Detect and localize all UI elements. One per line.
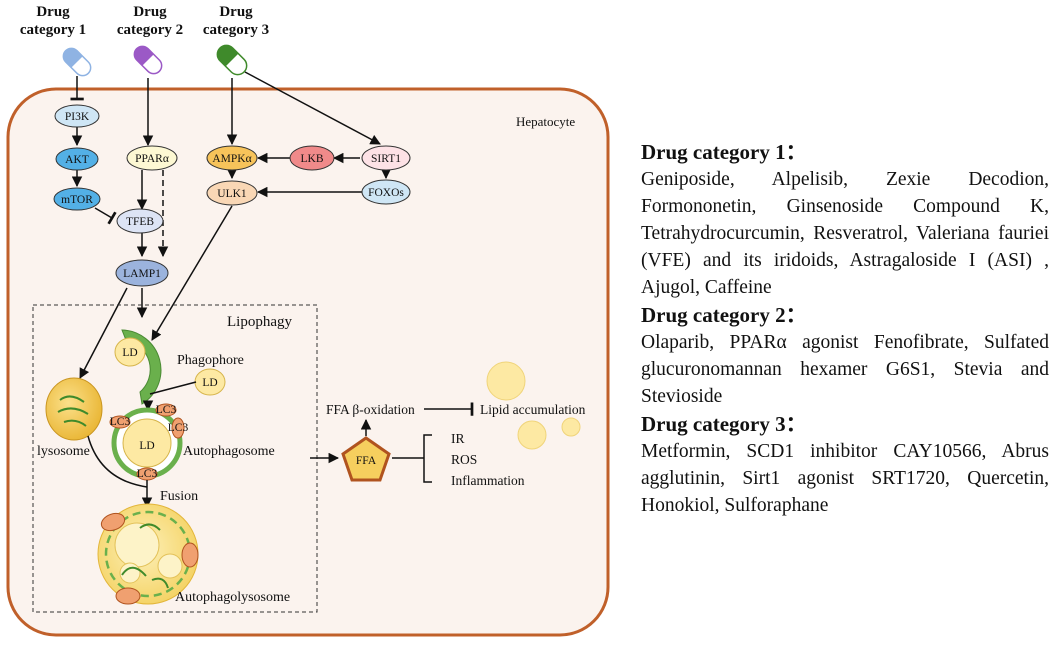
svg-text:LD: LD: [139, 440, 154, 452]
autophagosome: LD LC3 LC3 LC3 LC3: [109, 403, 189, 481]
category-1-block: Drug category 1： Geniposide, Alpelisib, …: [641, 138, 1049, 301]
autophagolysosome-label: Autophagolysosome: [175, 590, 290, 605]
svg-text:LD: LD: [122, 347, 137, 359]
svg-text:ULK1: ULK1: [217, 188, 247, 200]
ffa-beta-oxidation-label: FFA β-oxidation: [326, 402, 415, 417]
category-2-block: Drug category 2： Olaparib, PPARα agonist…: [641, 301, 1049, 410]
node-mtor: mTOR: [53, 187, 101, 211]
node-lamp1: LAMP1: [115, 259, 169, 287]
drug-category-3-subtitle: category 3: [203, 22, 269, 38]
node-ampka: AMPKα: [206, 145, 258, 171]
svg-text:LC3: LC3: [156, 404, 177, 416]
edge-lamp1-lysosome: [79, 287, 128, 379]
phagophore: LD: [114, 329, 162, 405]
svg-text:PI3K: PI3K: [65, 111, 90, 123]
edge-lysosome-fusion: [87, 435, 148, 488]
hepatocyte-label: Hepatocyte: [516, 114, 575, 129]
node-lkb: LKB: [289, 145, 335, 171]
lc3-marker: LC3: [155, 403, 177, 417]
lysosome: [45, 377, 103, 441]
edge-ld-capture: [149, 381, 197, 395]
lc3-marker: LC3: [109, 415, 131, 429]
lc3-marker: LC3: [136, 467, 158, 481]
svg-text:AMPKα: AMPKα: [212, 153, 251, 165]
svg-text:TFEB: TFEB: [126, 216, 154, 228]
category-2-drugs: Olaparib, PPARα agonist Fenofibrate, Sul…: [641, 332, 1049, 407]
capsule-1-icon: [62, 47, 92, 77]
autophagolysosome: [97, 503, 199, 605]
lc3-marker: LC3: [168, 417, 189, 439]
node-ulk1: ULK1: [206, 180, 258, 206]
category-3-block: Drug category 3： Metformin, SCD1 inhibit…: [641, 410, 1049, 519]
drug-category-1-subtitle: category 1: [20, 22, 86, 38]
outcome-inflammation: Inflammation: [451, 473, 525, 488]
node-ppara: PPARα: [126, 145, 178, 171]
node-tfeb: TFEB: [116, 208, 164, 234]
svg-text:AKT: AKT: [65, 154, 89, 166]
ffa-pentagon: FFA: [341, 436, 391, 482]
category-2-heading: Drug category 2：: [641, 303, 807, 327]
lipid-droplet-large: [486, 361, 526, 401]
lipid-droplet-medium: [517, 420, 547, 450]
svg-text:FFA: FFA: [356, 455, 377, 467]
edge-cap3-sirt1: [244, 71, 381, 145]
node-sirt1: SIRT1: [361, 145, 411, 171]
svg-text:mTOR: mTOR: [61, 194, 93, 206]
free-lipid-droplet: LD: [194, 368, 226, 396]
svg-text:LC3: LC3: [137, 468, 158, 480]
fusion-label: Fusion: [160, 489, 198, 504]
svg-text:LC3: LC3: [110, 416, 131, 428]
edge-mtor-tfeb: [94, 207, 117, 225]
category-1-drugs: Geniposide, Alpelisib, Zexie Decodion, F…: [641, 169, 1049, 298]
node-pi3k: PI3K: [54, 104, 100, 128]
drug-category-2-subtitle: category 2: [117, 22, 183, 38]
outcome-ros: ROS: [451, 452, 477, 467]
drug-category-3-title: Drug: [219, 4, 253, 20]
svg-text:FOXOs: FOXOs: [368, 187, 404, 199]
svg-text:PPARα: PPARα: [135, 153, 169, 165]
svg-text:LC3: LC3: [168, 422, 189, 434]
node-foxos: FOXOs: [361, 179, 411, 205]
edge-ulk1-phagophore: [151, 205, 233, 341]
category-1-heading: Drug category 1：: [641, 140, 807, 164]
capsule-3-icon: [216, 44, 248, 76]
lipophagy-pathway-diagram: Hepatocyte Drug category 1 Drug category…: [6, 4, 610, 637]
svg-text:LAMP1: LAMP1: [123, 268, 161, 280]
lipophagy-title: Lipophagy: [227, 314, 292, 330]
capsule-2-icon: [133, 45, 163, 75]
outcome-ir: IR: [451, 431, 465, 446]
lysosome-label: lysosome: [37, 444, 90, 459]
category-3-drugs: Metformin, SCD1 inhibitor CAY10566, Abru…: [641, 441, 1049, 516]
category-3-heading: Drug category 3：: [641, 412, 807, 436]
svg-text:LD: LD: [202, 377, 217, 389]
lipid-droplet-small: [561, 417, 581, 437]
svg-text:SIRT1: SIRT1: [371, 153, 401, 165]
svg-text:LKB: LKB: [301, 153, 324, 165]
drug-category-1-title: Drug: [36, 4, 70, 20]
lipid-accumulation-label: Lipid accumulation: [480, 402, 586, 417]
drug-category-legend: Drug category 1： Geniposide, Alpelisib, …: [641, 138, 1049, 519]
drug-category-2-title: Drug: [133, 4, 167, 20]
phagophore-label: Phagophore: [177, 353, 244, 368]
autophagosome-label: Autophagosome: [183, 444, 275, 459]
node-akt: AKT: [55, 147, 99, 171]
